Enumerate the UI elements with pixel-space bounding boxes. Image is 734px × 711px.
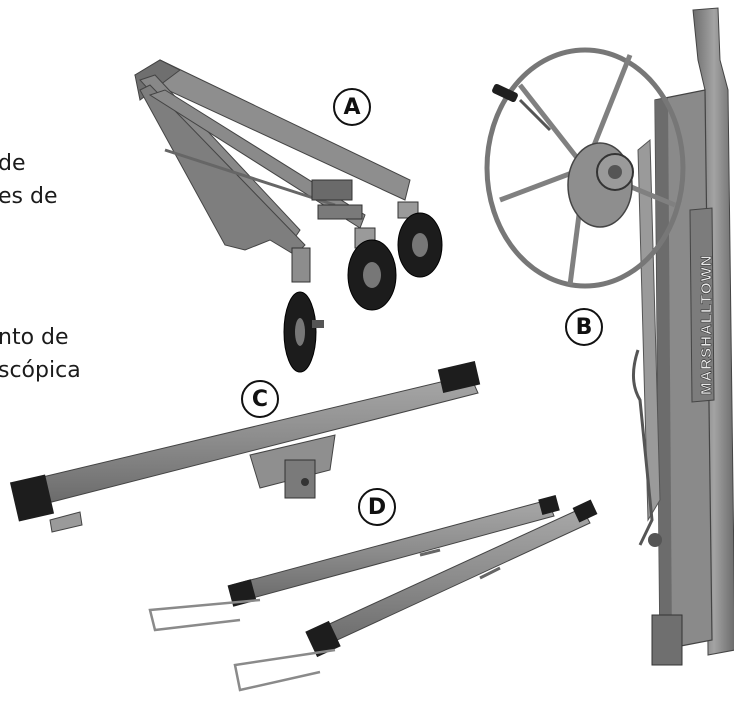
callout-b: B: [565, 308, 603, 346]
side-text-line-2: es de: [0, 184, 58, 209]
side-text-line-4: scópica: [0, 358, 81, 383]
side-text-line-1: de: [0, 151, 26, 176]
brand-logo: MARSHALLTOWN: [698, 254, 715, 395]
mast-assembly-b: MARSHALLTOWN: [484, 7, 734, 666]
callout-a: A: [333, 88, 371, 126]
wheel-base-a: [133, 59, 443, 373]
side-text-line-3: nto de: [0, 325, 69, 350]
callout-c: C: [241, 380, 279, 418]
legs-d: [148, 494, 598, 692]
callout-d: D: [358, 488, 396, 526]
cross-bar-c: [9, 361, 481, 533]
